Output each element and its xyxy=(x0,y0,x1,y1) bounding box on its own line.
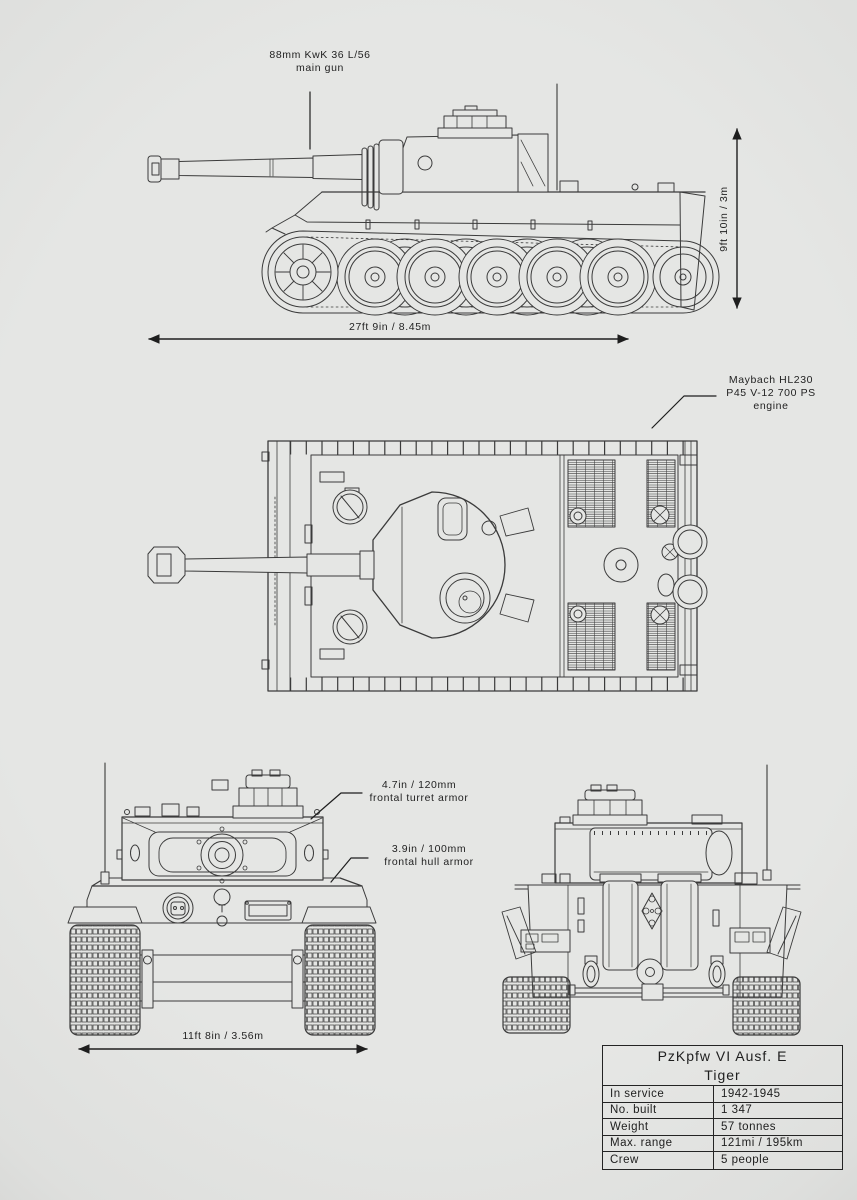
turret-armor-label: 4.7in / 120mm frontal turret armor xyxy=(334,779,504,805)
hull-armor-label-line1: 3.9in / 100mm xyxy=(391,843,467,855)
turret-armor-leader-line xyxy=(310,792,363,820)
engine-leader-line xyxy=(651,395,717,429)
turret-armor-label-line2: frontal turret armor xyxy=(369,792,469,804)
spec-row-weight: Weight 57 tonnes xyxy=(603,1119,842,1136)
spec-title-line2: Tiger xyxy=(704,1067,741,1083)
spec-row-label: Crew xyxy=(603,1152,714,1169)
rear-view-drawing xyxy=(501,764,802,1036)
spec-row-value: 5 people xyxy=(721,1153,770,1166)
side-view-drawing xyxy=(147,83,720,316)
spec-row-label: Weight xyxy=(603,1119,714,1135)
hull-armor-leader-line xyxy=(330,857,369,883)
spec-row-crew: Crew 5 people xyxy=(603,1152,842,1169)
top-view-drawing xyxy=(147,440,708,692)
main-gun-label: 88mm KwK 36 L/56 main gun xyxy=(235,49,405,75)
spec-table-title: PzKpfw VI Ausf. E Tiger xyxy=(603,1046,842,1086)
spec-row-label: In service xyxy=(603,1086,714,1102)
spec-row-label: No. built xyxy=(603,1102,714,1118)
main-gun-label-line1: 88mm KwK 36 L/56 xyxy=(269,49,371,61)
main-gun-label-line2: main gun xyxy=(296,62,344,74)
engine-label-line1: Maybach HL230 xyxy=(728,374,814,386)
height-dimension-label: 9ft 10in / 3m xyxy=(718,186,730,252)
turret-armor-label-line1: 4.7in / 120mm xyxy=(381,779,457,791)
engine-label-line3: engine xyxy=(753,400,789,412)
engine-label-line2: P45 V-12 700 PS xyxy=(726,387,816,399)
spec-row-value: 121mi / 195km xyxy=(721,1137,803,1149)
spec-title-line1: PzKpfw VI Ausf. E xyxy=(657,1048,788,1064)
spec-table: PzKpfw VI Ausf. E Tiger In service 1942-… xyxy=(602,1045,843,1170)
spec-row-value: 1 347 xyxy=(721,1104,753,1116)
hull-armor-label: 3.9in / 100mm frontal hull armor xyxy=(344,843,514,869)
front-view-drawing xyxy=(67,762,377,1036)
spec-row-value: 57 tonnes xyxy=(721,1120,777,1133)
width-dimension-label: 11ft 8in / 3.56m xyxy=(182,1030,264,1042)
hull-armor-label-line2: frontal hull armor xyxy=(384,856,474,868)
spec-row-max-range: Max. range 121mi / 195km xyxy=(603,1135,842,1152)
length-dimension-label: 27ft 9in / 8.45m xyxy=(349,321,431,333)
spec-row-value: 1942-1945 xyxy=(721,1087,781,1100)
spec-row-no-built: No. built 1 347 xyxy=(603,1102,842,1119)
spec-row-label: Max. range xyxy=(603,1135,714,1151)
engine-label: Maybach HL230 P45 V-12 700 PS engine xyxy=(706,374,836,413)
spec-row-in-service: In service 1942-1945 xyxy=(603,1086,842,1103)
